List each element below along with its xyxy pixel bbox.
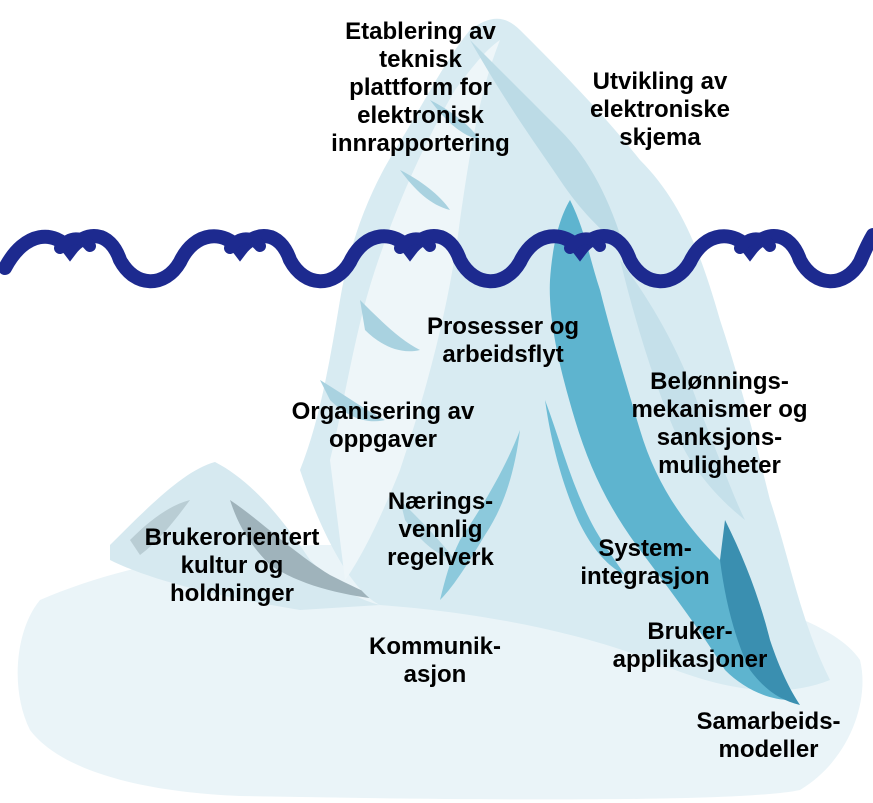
label-belonning: Belønnings- mekanismer og sanksjons- mul… <box>612 368 827 480</box>
label-kommunikasjon: Kommunik- asjon <box>340 633 530 689</box>
label-systemintegrasjon: System- integrasjon <box>560 535 730 591</box>
label-elektroniske-skjema: Utvikling av elektroniske skjema <box>555 68 765 152</box>
label-prosesser: Prosesser og arbeidsflyt <box>398 313 608 369</box>
label-brukerapplikasjoner: Bruker- applikasjoner <box>600 618 780 674</box>
label-naeringsvennlig: Nærings- vennlig regelverk <box>363 488 518 572</box>
label-organisering: Organisering av oppgaver <box>258 398 508 454</box>
label-brukerorientert: Brukerorientert kultur og holdninger <box>112 524 352 608</box>
label-teknisk-plattform: Etablering av teknisk plattform for elek… <box>298 18 543 158</box>
label-samarbeidsmodeller: Samarbeids- modeller <box>676 708 861 764</box>
